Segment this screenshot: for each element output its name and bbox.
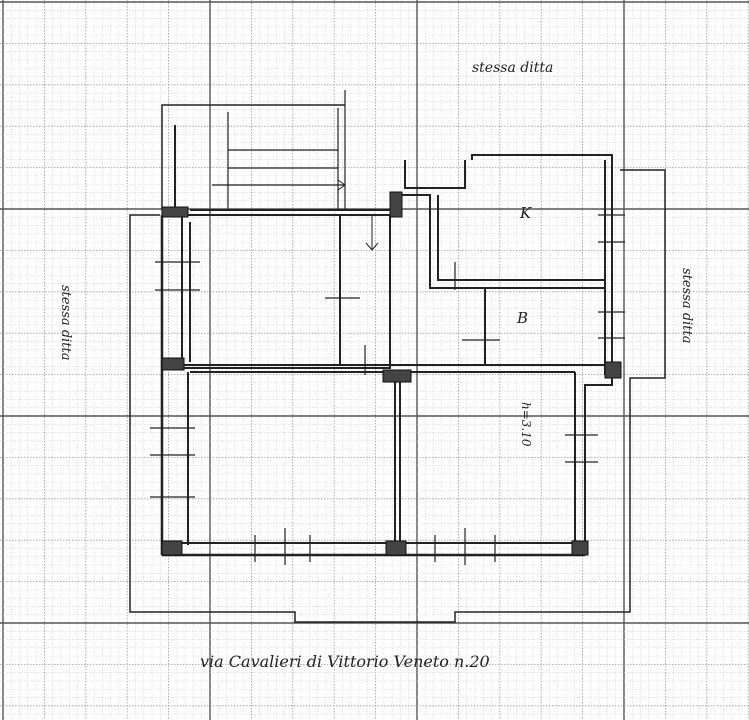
top-neighbor-label: stessa ditta (472, 60, 553, 76)
stair-area (161, 104, 345, 210)
ceiling-height-label: h=3.10 (519, 402, 533, 447)
pillars (161, 191, 622, 556)
bathroom-label: B (516, 309, 528, 327)
outer-boundary (129, 169, 666, 623)
left-neighbor-label: stessa ditta (58, 285, 73, 361)
right-neighbor-label: stessa ditta (679, 268, 694, 344)
address-label: via Cavalieri di Vittorio Veneto n.20 (200, 652, 490, 671)
kitchen-label: K (519, 204, 532, 222)
